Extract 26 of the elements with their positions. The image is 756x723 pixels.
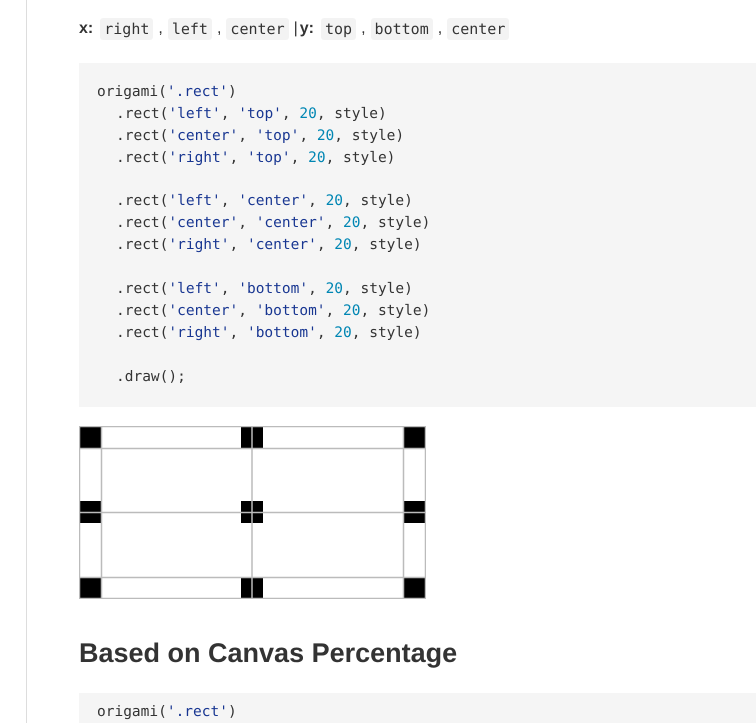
- axis-label: x:: [79, 20, 94, 38]
- section-heading: Based on Canvas Percentage: [79, 638, 458, 669]
- code-line: .rect('right', 'top', 20, style): [116, 149, 396, 168]
- code-line: .rect('left', 'center', 20, style): [116, 192, 413, 211]
- separator: ,: [158, 20, 163, 38]
- code-line: origami('.rect'): [97, 703, 237, 722]
- code-line: .rect('right', 'bottom', 20, style): [116, 324, 422, 343]
- code-line: .rect('center', 'bottom', 20, style): [116, 302, 430, 321]
- code-line: .rect('right', 'center', 20, style): [116, 236, 422, 255]
- inline-code: right: [100, 18, 154, 40]
- inline-code: bottom: [370, 18, 433, 40]
- code-line: .rect('center', 'center', 20, style): [116, 214, 430, 233]
- code-line: .rect('left', 'top', 20, style): [116, 105, 387, 124]
- inline-code: left: [168, 18, 212, 40]
- code-line: .draw();: [116, 368, 186, 387]
- inline-code: top: [321, 18, 356, 40]
- separator: ,: [216, 20, 222, 38]
- inline-code: center: [447, 18, 510, 40]
- code-line: .rect('left', 'bottom', 20, style): [116, 280, 413, 299]
- code-line: origami('.rect'): [97, 83, 237, 102]
- code-line: .rect('center', 'top', 20, style): [116, 127, 404, 146]
- separator: |: [294, 20, 298, 38]
- axis-label: y:: [300, 20, 314, 38]
- inline-code: center: [226, 18, 289, 40]
- separator: ,: [438, 20, 442, 38]
- separator: ,: [361, 20, 366, 38]
